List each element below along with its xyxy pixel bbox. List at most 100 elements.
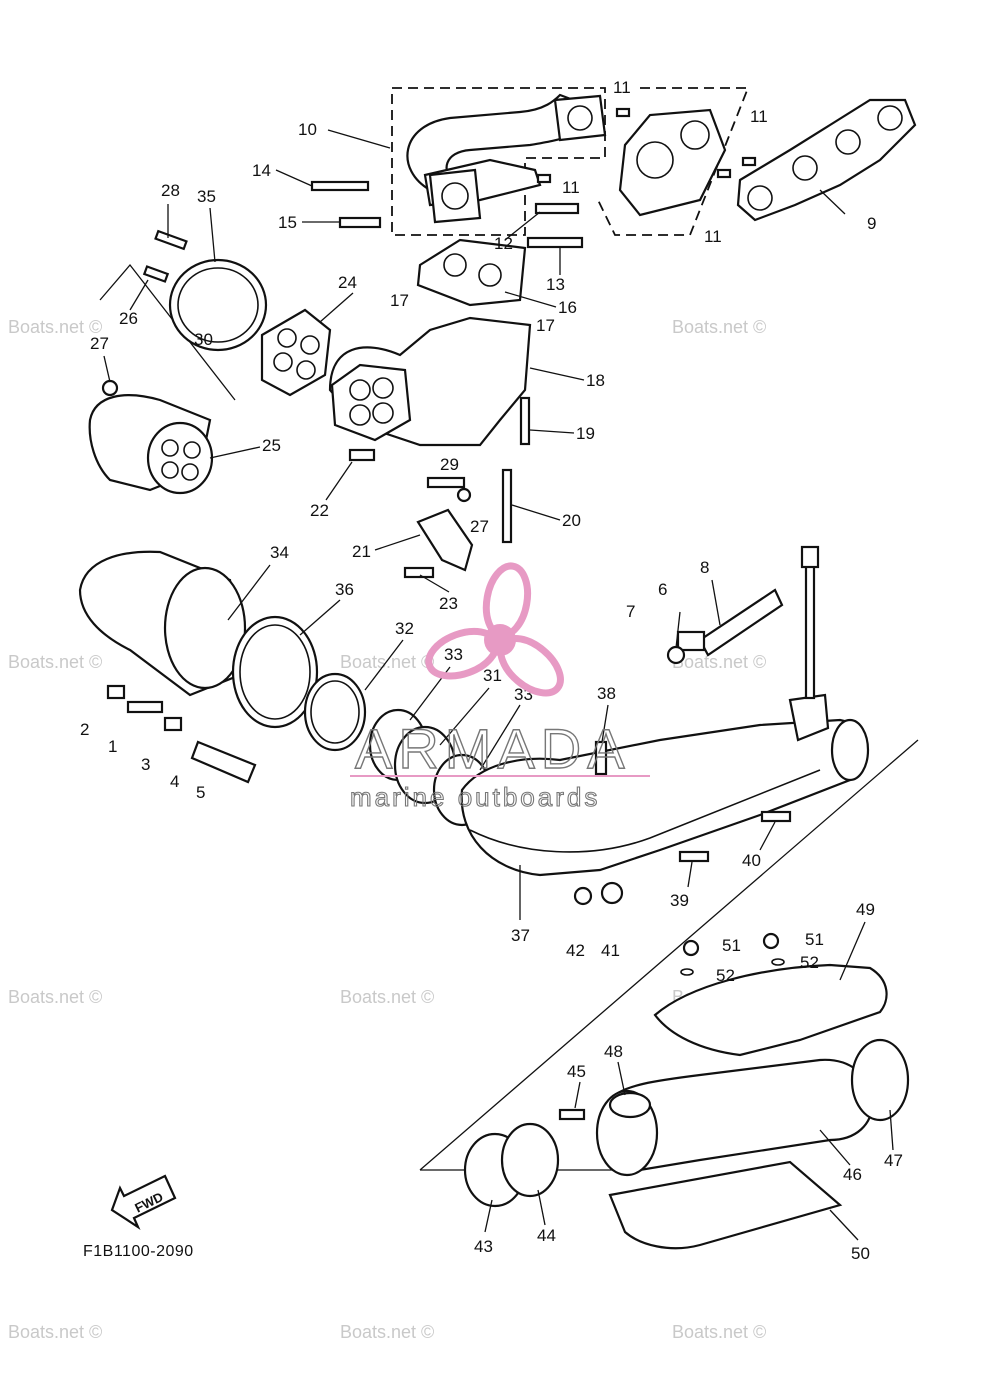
- stud-28: [154, 229, 188, 251]
- site-watermark: Boats.net ©: [340, 1322, 434, 1342]
- manifold-kit-outline: [391, 87, 606, 236]
- callout-36: 36: [335, 580, 354, 599]
- callout-2: 2: [80, 720, 89, 739]
- propeller-logo: [425, 562, 564, 697]
- callout-4: 4: [170, 772, 179, 791]
- leader-lines: [103, 129, 894, 1241]
- callout-34: 34: [270, 543, 289, 562]
- callout-8: 8: [700, 558, 709, 577]
- callout-27: 27: [90, 334, 109, 353]
- callout-46: 46: [843, 1165, 862, 1184]
- callout-41: 41: [601, 941, 620, 960]
- gasket-port: [877, 105, 903, 131]
- callout-6: 6: [658, 580, 667, 599]
- callout-42: 42: [566, 941, 585, 960]
- callout-17: 17: [390, 291, 409, 310]
- bolt-51: [682, 939, 700, 957]
- gasket-port: [296, 360, 316, 380]
- callout-13: 13: [546, 275, 565, 294]
- manifold-port: [680, 120, 710, 150]
- band-clamp-35: [168, 258, 268, 352]
- elbow-port: [349, 379, 371, 401]
- callout-11b: 11: [750, 107, 768, 126]
- cap-27: [101, 379, 119, 397]
- grommet-42: [573, 886, 593, 906]
- flange-port: [441, 182, 469, 210]
- muffler-end: [146, 421, 214, 495]
- brand-tagline: marine outboards: [350, 782, 600, 812]
- chamber-end: [163, 566, 247, 690]
- callout-26: 26: [119, 309, 138, 328]
- site-watermark: Boats.net ©: [672, 1322, 766, 1342]
- fitting-6: [676, 630, 706, 652]
- callout-30: 30: [194, 330, 213, 349]
- site-watermark: Boats.net ©: [340, 987, 434, 1007]
- callout-33: 33: [444, 645, 463, 664]
- armada-watermark: ARMADA marine outboards: [349, 562, 650, 813]
- grommet-41: [600, 881, 624, 905]
- diagram-code: F1B1100-2090: [83, 1243, 194, 1260]
- callout-39: 39: [670, 891, 689, 910]
- callout-31: 31: [483, 666, 502, 685]
- bolt-51b: [762, 932, 780, 950]
- gasket-port: [277, 328, 297, 348]
- forward-arrow-icon: [110, 1174, 177, 1230]
- assembly-line: [419, 739, 919, 1171]
- hose-8: [698, 588, 784, 657]
- callout-51b: 51: [805, 930, 824, 949]
- elbow-port: [372, 377, 394, 399]
- callout-24: 24: [338, 273, 357, 292]
- manifold-port: [636, 141, 674, 179]
- elbow-port: [372, 402, 394, 424]
- callout-22: 22: [310, 501, 329, 520]
- callout-43: 43: [474, 1237, 493, 1256]
- water-lock-group: [88, 229, 332, 495]
- callout-11c: 11: [562, 178, 580, 197]
- manifold-flange-upper: [553, 94, 607, 142]
- callout-49: 49: [856, 900, 875, 919]
- bolt-22: [348, 448, 376, 462]
- site-watermark: Boats.net ©: [8, 1322, 102, 1342]
- gasket-port: [478, 263, 502, 287]
- exhaust-pipe-group: [460, 545, 870, 906]
- gasket-24: [260, 308, 332, 397]
- flange-port: [567, 105, 593, 131]
- washer-52b: [771, 958, 785, 966]
- pin-11: [741, 156, 757, 167]
- site-watermark: Boats.net ©: [8, 652, 102, 672]
- gasket-port: [835, 129, 861, 155]
- band-clamp-inner: [177, 267, 259, 343]
- callout-45: 45: [567, 1062, 586, 1081]
- callout-47: 47: [884, 1151, 903, 1170]
- callout-10: 10: [298, 120, 317, 139]
- pin-11: [615, 107, 631, 118]
- bolt-23: [403, 566, 435, 579]
- hose-5: [190, 740, 257, 784]
- ring-32-inner: [310, 680, 360, 744]
- propeller-hub: [484, 624, 516, 656]
- sensor-connector: [800, 545, 820, 569]
- muffler-port: [181, 463, 199, 481]
- exhaust-manifold-group: [310, 87, 917, 249]
- bolt-20: [501, 468, 513, 544]
- site-watermark: Boats.net ©: [8, 317, 102, 337]
- callout-52b: 52: [800, 953, 819, 972]
- bolt-39: [678, 850, 710, 863]
- site-watermark: Boats.net ©: [8, 987, 102, 1007]
- callout-21: 21: [352, 542, 371, 561]
- callout-3: 3: [141, 755, 150, 774]
- callout-29: 29: [440, 455, 459, 474]
- exhaust-elbow-group: [328, 238, 532, 579]
- stud-26: [142, 265, 170, 283]
- callout-27b: 27: [470, 517, 489, 536]
- callout-17b: 17: [536, 316, 555, 335]
- muffler-port: [161, 461, 179, 479]
- bolt-19: [519, 396, 531, 446]
- site-watermark: Boats.net ©: [672, 317, 766, 337]
- assembly-bracket-line: [99, 263, 236, 401]
- muffler-port: [183, 441, 201, 459]
- manifold-kit-outline-2: [597, 87, 750, 236]
- clamp-48: [608, 1091, 652, 1119]
